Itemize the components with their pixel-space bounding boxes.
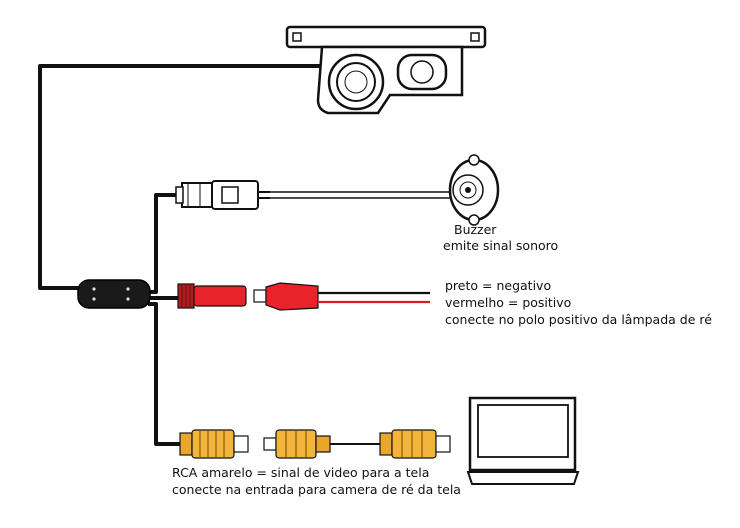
camera-cable bbox=[38, 64, 325, 290]
rca-connector-2 bbox=[263, 429, 331, 459]
buzzer-icon bbox=[448, 154, 500, 226]
power-black-label: preto = negativo bbox=[445, 278, 552, 293]
buzzer-wire bbox=[270, 191, 452, 199]
buzzer-title: Buzzer bbox=[454, 222, 497, 237]
rca-connect-label: conecte na entrada para camera de ré da … bbox=[172, 482, 461, 497]
power-connect-label: conecte no polo positivo da lâmpada de r… bbox=[445, 312, 712, 327]
rca-branch-cable bbox=[148, 302, 180, 446]
power-red-label: vermelho = positivo bbox=[445, 295, 572, 310]
power-connector-female bbox=[177, 283, 247, 309]
mount-plate bbox=[285, 25, 487, 49]
power-wires bbox=[318, 291, 430, 304]
buzzer-connector bbox=[175, 180, 270, 210]
camera-sensor-unit bbox=[285, 25, 487, 115]
buzzer-branch-cable bbox=[148, 193, 182, 294]
parking-sensor bbox=[396, 53, 448, 91]
monitor-icon bbox=[466, 396, 580, 485]
buzzer-description: emite sinal sonoro bbox=[443, 238, 559, 253]
rca-video-label: RCA amarelo = sinal de video para a tela bbox=[172, 465, 430, 480]
rca-connector-1 bbox=[179, 429, 249, 459]
main-cables bbox=[38, 64, 325, 446]
control-box bbox=[77, 279, 151, 309]
camera-lens bbox=[336, 62, 376, 102]
rca-connector-3 bbox=[379, 429, 451, 459]
power-connector-male bbox=[253, 282, 319, 311]
